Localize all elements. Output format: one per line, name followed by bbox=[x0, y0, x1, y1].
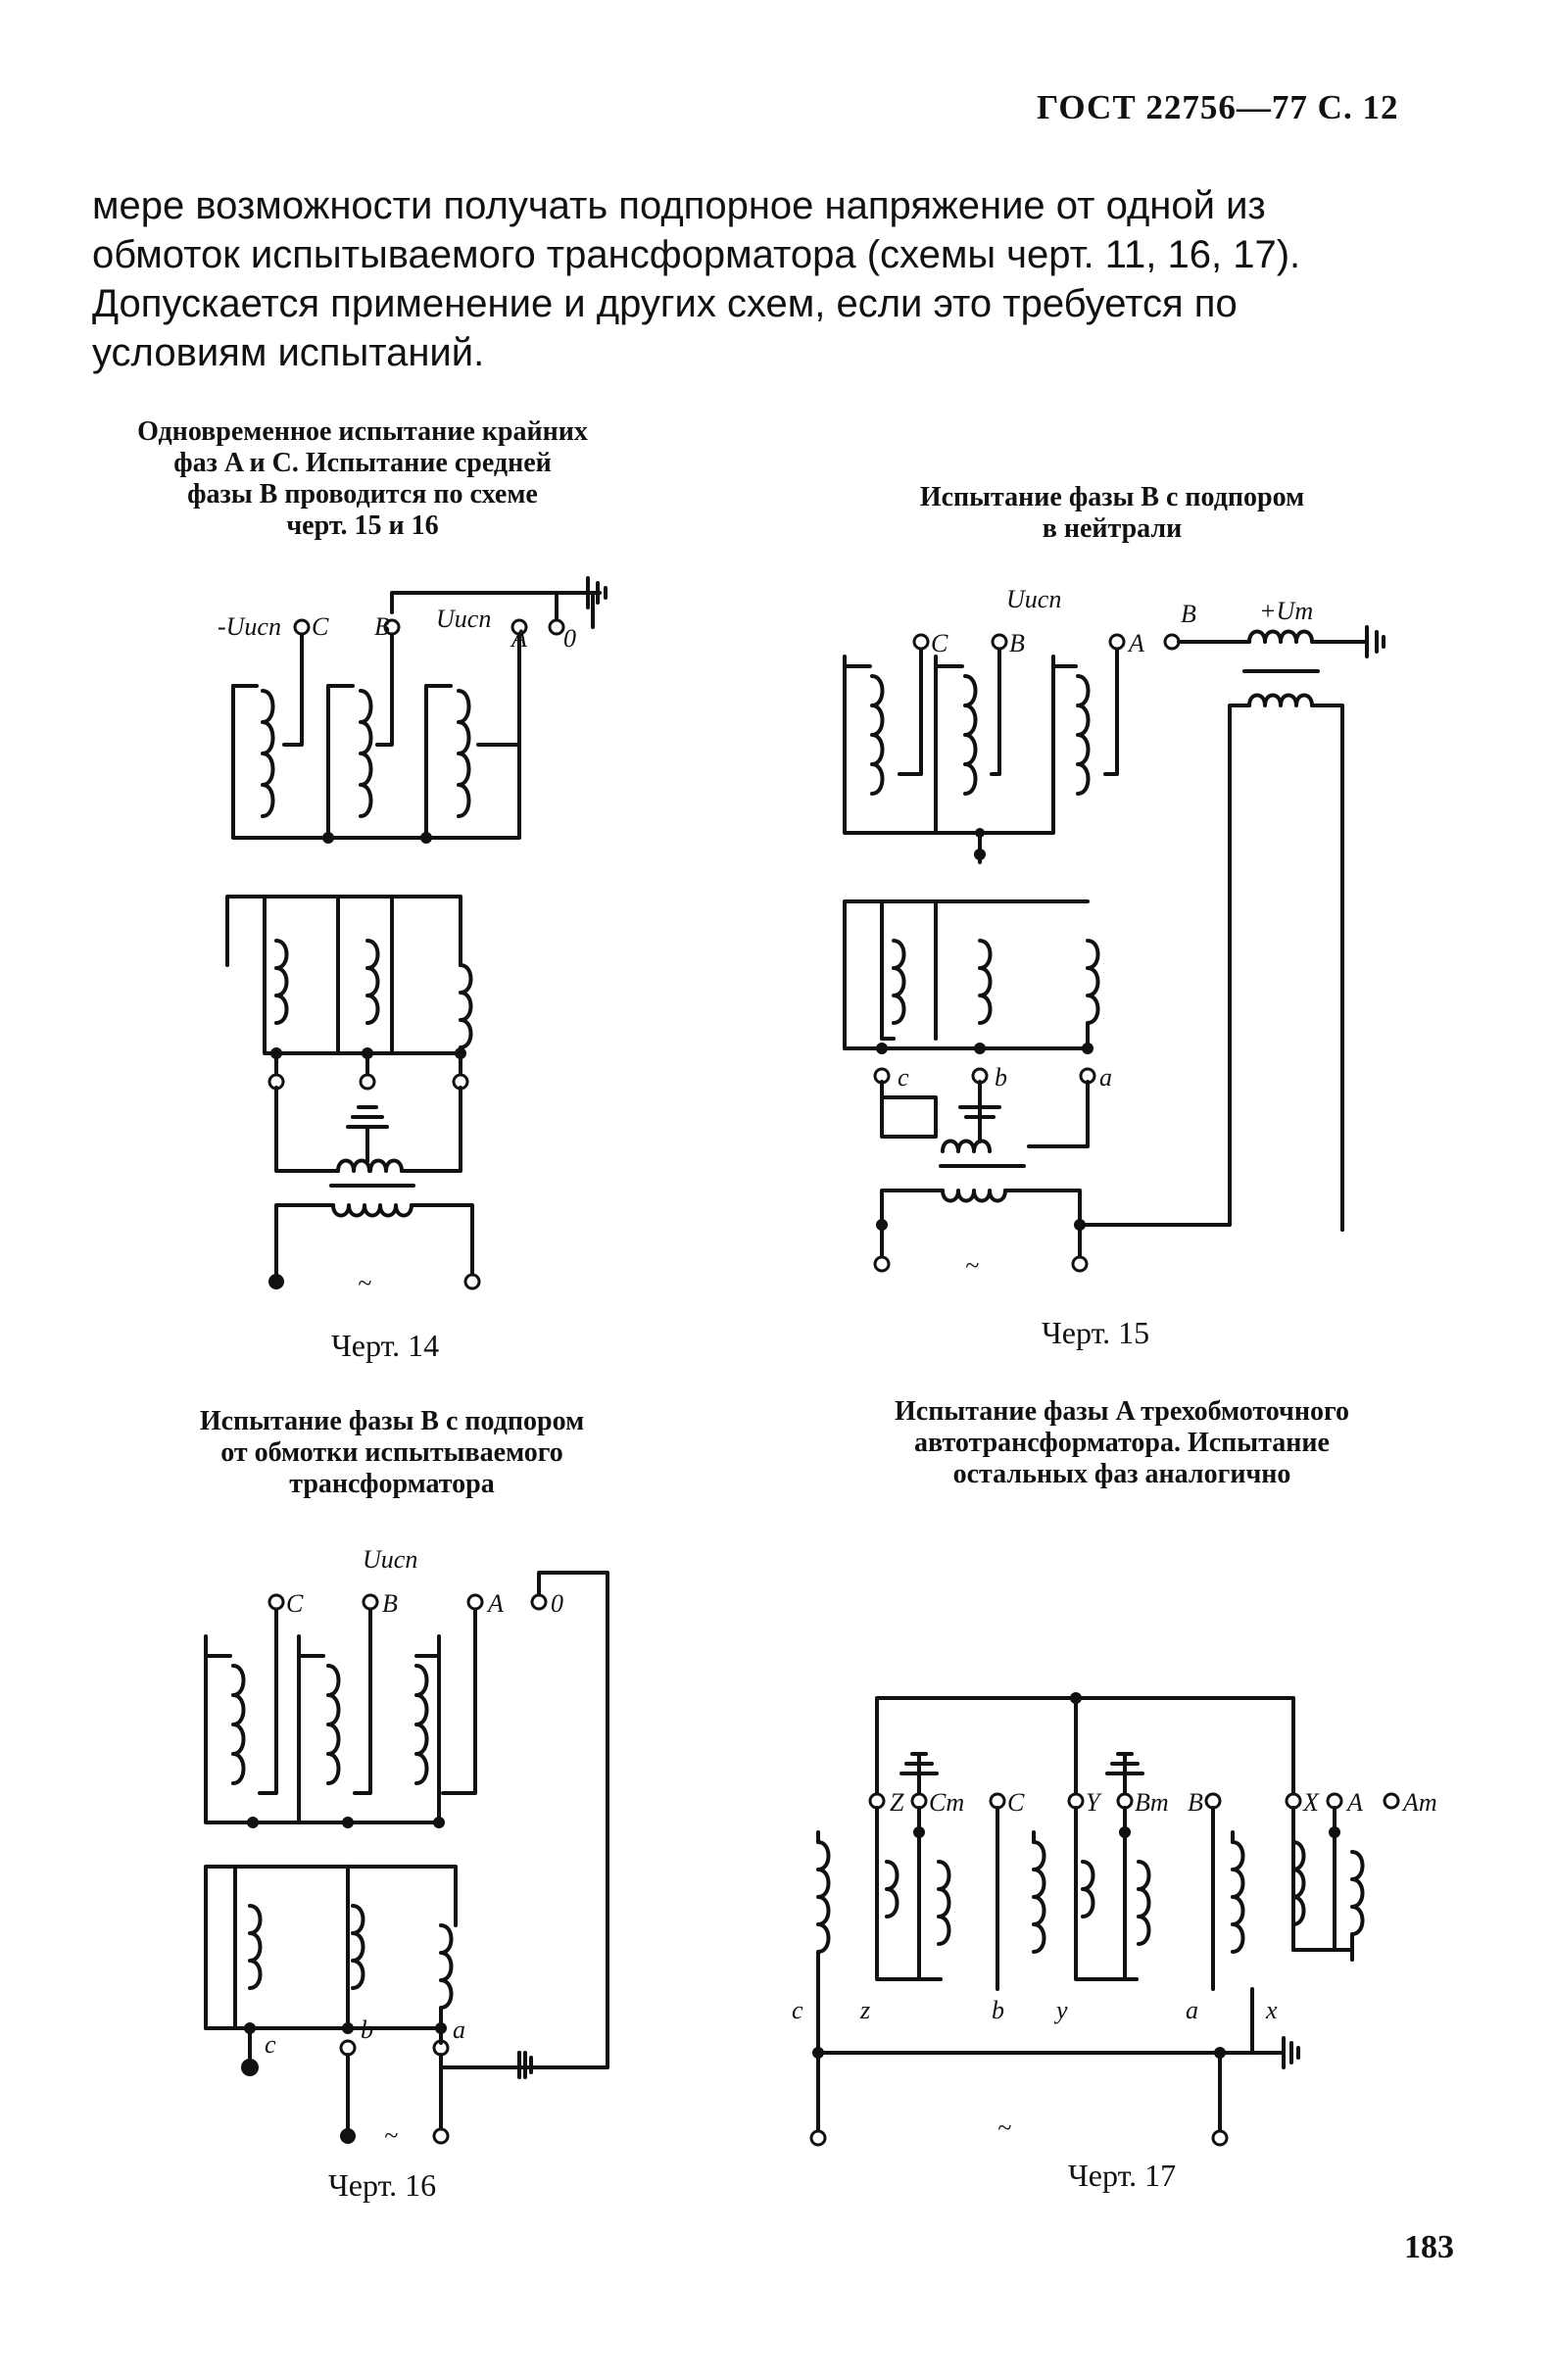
label-b-low: b bbox=[995, 1063, 1007, 1092]
title-line: Испытание фазы B с подпором bbox=[199, 1406, 585, 1436]
label-z: Z bbox=[890, 1788, 904, 1817]
figure-15-diagram: Uисп C B A B +Um c b a bbox=[843, 585, 1385, 1280]
figure-16-title: Испытание фазы B с подпором от обмотки и… bbox=[137, 1406, 647, 1500]
title-line: черт. 15 и 16 bbox=[286, 510, 439, 541]
label-u-minus: -Uисп bbox=[218, 612, 281, 641]
label-a: A bbox=[1345, 1788, 1363, 1817]
label-b-low: b bbox=[361, 2016, 373, 2044]
label-c: C bbox=[286, 1589, 304, 1618]
figure-15-title: Испытание фазы B с подпором в нейтрали bbox=[857, 482, 1367, 545]
title-line: Испытание фазы A трехобмоточного bbox=[895, 1396, 1349, 1427]
label-zero: 0 bbox=[551, 1589, 563, 1618]
title-line: автотрансформатора. Испытание bbox=[914, 1428, 1330, 1458]
label-y-low: y bbox=[1053, 1996, 1068, 2024]
paragraph-line: Допускается применение и других схем, ес… bbox=[92, 282, 1238, 325]
label-b: B bbox=[1188, 1788, 1203, 1817]
paragraph-line: мере возможности получать подпорное напр… bbox=[92, 184, 1266, 227]
title-line: от обмотки испытываемого bbox=[220, 1437, 563, 1468]
figure-14-caption: Черт. 14 bbox=[331, 1328, 440, 1363]
label-zero: 0 bbox=[563, 624, 576, 653]
label-x-low: x bbox=[1265, 1996, 1278, 2024]
label-ac: ~ bbox=[997, 2113, 1011, 2142]
label-neutral: B bbox=[1181, 600, 1196, 628]
figure-16-diagram: Uисп C B A 0 c b a ~ bbox=[204, 1545, 609, 2150]
label-c: C bbox=[931, 629, 948, 657]
label-bm: Bm bbox=[1135, 1788, 1169, 1817]
label-cm: Cm bbox=[929, 1788, 964, 1817]
label-a-low: a bbox=[1186, 1996, 1198, 2024]
label-b: B bbox=[374, 612, 390, 641]
title-line: фазы B проводится по схеме bbox=[187, 479, 538, 510]
body-paragraph: мере возможности получать подпорное напр… bbox=[92, 181, 1454, 377]
figure-17-title: Испытание фазы A трехобмоточного автотра… bbox=[828, 1396, 1416, 1490]
label-a: A bbox=[510, 624, 527, 653]
figure-17-caption: Черт. 17 bbox=[1068, 2158, 1177, 2193]
running-header: ГОСТ 22756—77 С. 12 bbox=[1037, 88, 1399, 126]
title-line: фаз A и C. Испытание средней bbox=[173, 448, 552, 478]
label-a-low: a bbox=[1099, 1063, 1112, 1092]
label-x: X bbox=[1302, 1788, 1320, 1817]
label-a: A bbox=[486, 1589, 504, 1618]
figure-14-title: Одновременное испытание крайних фаз A и … bbox=[108, 416, 617, 542]
paragraph-line: обмоток испытываемого трансформатора (сх… bbox=[92, 233, 1301, 276]
label-c: C bbox=[1007, 1788, 1025, 1817]
label-c-low: c bbox=[898, 1063, 909, 1092]
label-c-low: c bbox=[792, 1996, 803, 2024]
figure-17-diagram: Z Cm C Y Bm B X A Am bbox=[792, 1692, 1437, 2147]
figure-15-caption: Черт. 15 bbox=[1042, 1315, 1150, 1350]
label-b-low: b bbox=[992, 1996, 1004, 2024]
paragraph-line: условиям испытаний. bbox=[92, 331, 485, 374]
label-um: +Um bbox=[1259, 597, 1313, 625]
label-c-low: c bbox=[265, 2030, 276, 2059]
figure-16-caption: Черт. 16 bbox=[328, 2167, 437, 2203]
label-am: Am bbox=[1401, 1788, 1437, 1817]
page-number: 183 bbox=[1404, 2229, 1454, 2265]
label-u-plus: Uисп bbox=[436, 605, 491, 633]
label-ac: ~ bbox=[358, 1269, 371, 1297]
label-c: C bbox=[312, 612, 329, 641]
label-a: A bbox=[1127, 629, 1144, 657]
title-line: Одновременное испытание крайних bbox=[137, 416, 588, 447]
label-ac: ~ bbox=[965, 1251, 979, 1280]
label-y: Y bbox=[1086, 1788, 1102, 1817]
label-u: Uисп bbox=[1006, 585, 1061, 613]
figure-14-diagram: -Uисп C B Uисп A 0 bbox=[218, 576, 607, 1297]
title-line: остальных фаз аналогично bbox=[952, 1459, 1291, 1489]
label-u: Uисп bbox=[363, 1545, 417, 1574]
title-line: Испытание фазы B с подпором bbox=[919, 482, 1305, 512]
label-ac: ~ bbox=[384, 2121, 398, 2150]
title-line: в нейтрали bbox=[1042, 513, 1183, 544]
title-line: трансформатора bbox=[289, 1469, 495, 1499]
label-z-low: z bbox=[859, 1996, 870, 2024]
label-b: B bbox=[382, 1589, 398, 1618]
label-b: B bbox=[1009, 629, 1025, 657]
label-a-low: a bbox=[453, 2016, 465, 2044]
